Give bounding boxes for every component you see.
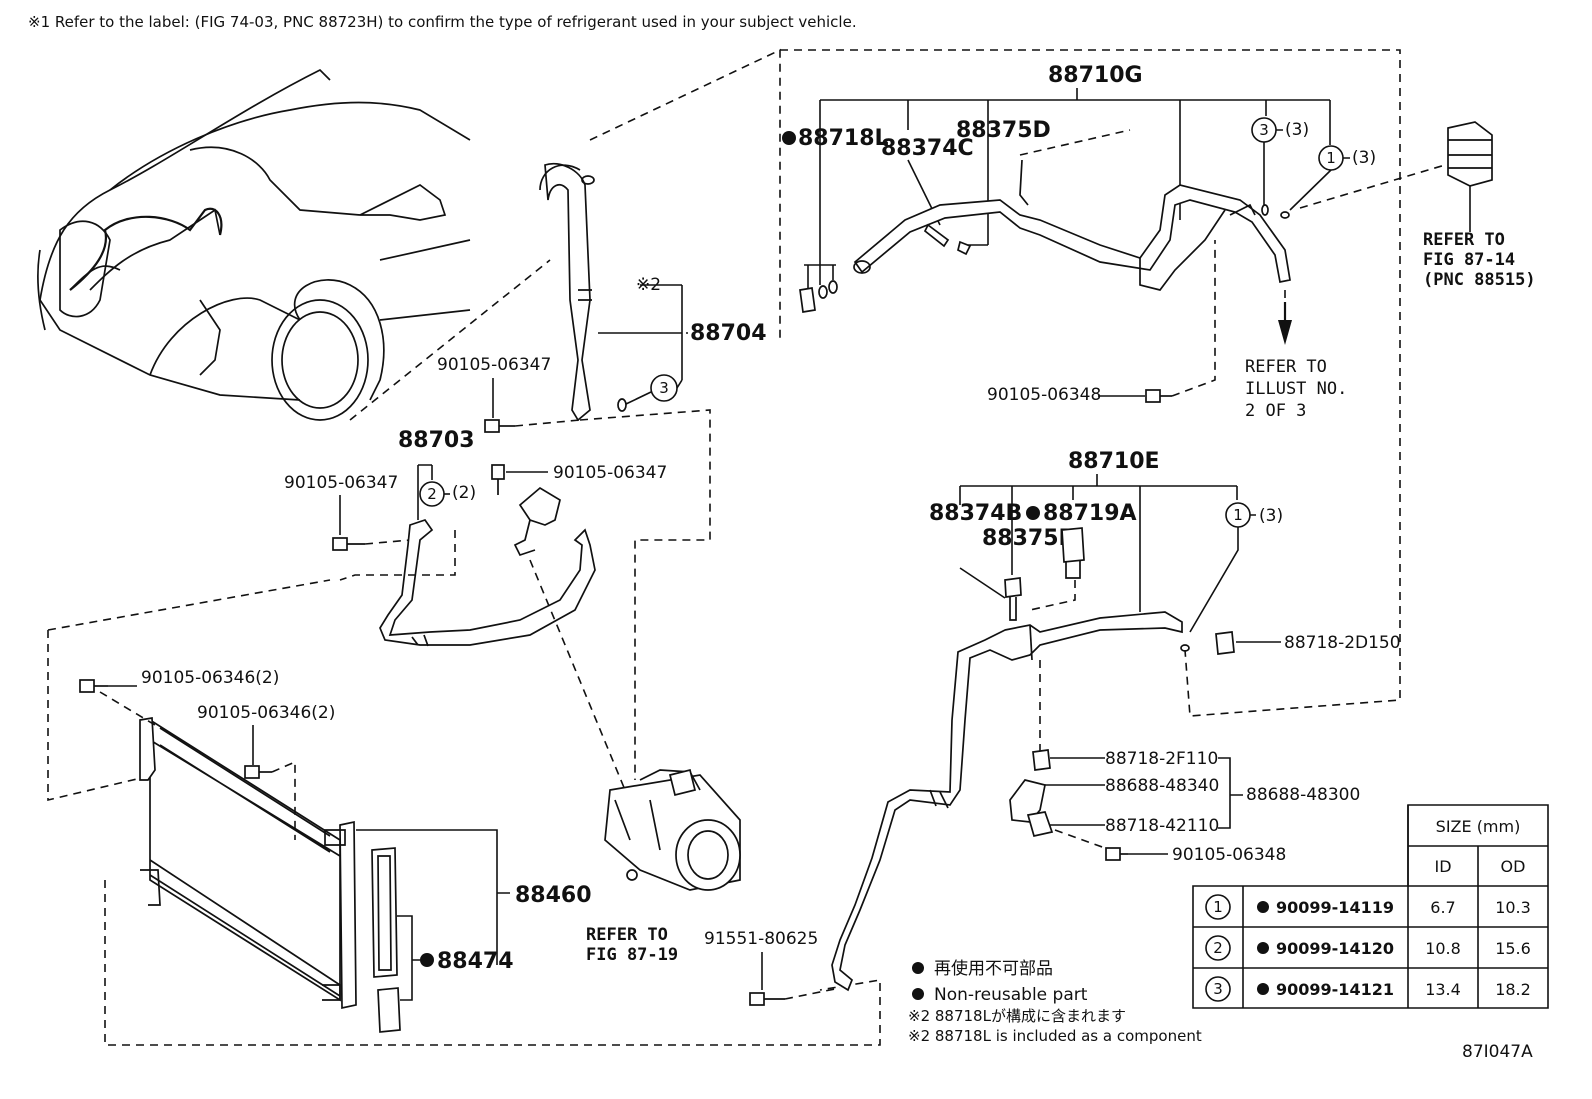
legend-jp-nonreusable: 再使用不可部品 <box>934 958 1053 979</box>
label-88718-2F110: 88718-2F110 <box>1105 749 1218 769</box>
pressure-switch-88719A <box>1061 527 1085 579</box>
size-row-part: 90099-14120 <box>1276 939 1394 958</box>
size-table-col-id: ID <box>1434 857 1451 876</box>
bolt-icon <box>484 419 515 433</box>
vehicle-front-illustration <box>37 68 471 421</box>
nonreusable-dot-icon <box>912 962 924 974</box>
legend-en-nonreusable: Non-reusable part <box>934 985 1088 1005</box>
bracket-88688 <box>1009 749 1054 838</box>
legend-jp-note2: ※2 88718Lが構成に含まれます <box>908 1007 1126 1025</box>
label-ring-3-qty: (3) <box>1285 120 1309 140</box>
label-90105-06348-bottom: 90105-06348 <box>1172 845 1286 865</box>
svg-text:1: 1 <box>1326 149 1336 167</box>
condenser-88460 <box>139 717 357 1010</box>
size-row-part: 90099-14121 <box>1276 980 1394 999</box>
label-88460: 88460 <box>515 883 592 908</box>
size-row-od: 10.3 <box>1495 898 1531 917</box>
ref-fig87-19-line2: FIG 87-19 <box>586 945 678 965</box>
header-note: ※1 Refer to the label: (FIG 74-03, PNC 8… <box>28 13 857 31</box>
size-row-id: 10.8 <box>1425 939 1461 958</box>
ref-fig87-19-line1: REFER TO <box>586 925 668 945</box>
size-row-od: 18.2 <box>1495 980 1531 999</box>
label-90105-06348-top: 90105-06348 <box>987 385 1101 405</box>
compressor <box>604 768 741 891</box>
bolt-icon <box>1105 847 1128 861</box>
label-note2-mark: ※2 <box>636 275 661 295</box>
nonreusable-dot-icon <box>912 988 924 1000</box>
nonreusable-dot-icon <box>420 953 434 967</box>
label-88703: 88703 <box>398 428 475 453</box>
figure-id: 87I047A <box>1462 1042 1533 1062</box>
label-88710E: 88710E <box>1068 449 1160 474</box>
label-88710G: 88710G <box>1048 63 1143 88</box>
desiccant-88474 <box>371 847 401 1033</box>
svg-text:1: 1 <box>1233 506 1243 524</box>
label-88718-2D150: 88718-2D150 <box>1284 633 1401 653</box>
pipe-88703 <box>379 486 596 647</box>
size-row-num: 3 <box>1213 980 1223 998</box>
bolt-icon <box>244 765 272 779</box>
ref-fig87-14-line2: FIG 87-14 <box>1423 250 1515 270</box>
size-table: SIZE (mm) ID OD 1 90099-14119 6.7 10.3 2… <box>1192 804 1549 1009</box>
label-88374C: 88374C <box>881 136 974 161</box>
size-row-num: 1 <box>1213 898 1223 916</box>
expansion-valve-icon <box>1447 121 1493 187</box>
nonreusable-dot-icon <box>1026 506 1040 520</box>
label-90105-06347-top: 90105-06347 <box>437 355 551 375</box>
ref-fig87-14-line1: REFER TO <box>1423 230 1505 250</box>
clip-88718L <box>799 264 838 313</box>
bolt-icon <box>1145 389 1172 403</box>
label-88474: 88474 <box>437 949 514 974</box>
bolt-icon <box>491 464 505 495</box>
size-row-part: 90099-14119 <box>1276 898 1394 917</box>
svg-text:3: 3 <box>659 379 669 397</box>
size-row-id: 6.7 <box>1430 898 1455 917</box>
legend-en-note2: ※2 88718L is included as a component <box>908 1027 1202 1045</box>
clip-88718-2D150 <box>1215 631 1235 655</box>
bolt-icon <box>79 679 108 693</box>
label-88375B: 88375B <box>982 526 1075 551</box>
arrow-down-icon <box>1278 320 1292 345</box>
label-ring-1b-qty: (3) <box>1259 506 1283 526</box>
label-88719A: 88719A <box>1043 501 1137 526</box>
size-row-num: 2 <box>1213 939 1223 957</box>
pipe-88710G <box>853 159 1291 291</box>
ref-fig87-14-line3: (PNC 88515) <box>1423 270 1536 290</box>
svg-text:3: 3 <box>1259 121 1269 139</box>
size-row-id: 13.4 <box>1425 980 1461 999</box>
label-90105-06346-b: 90105-06346(2) <box>197 703 335 723</box>
label-88688-48340: 88688-48340 <box>1105 776 1219 796</box>
size-row-od: 15.6 <box>1495 939 1531 958</box>
bolt-icon <box>749 992 785 1006</box>
label-ring-2-qty: (2) <box>452 483 476 503</box>
size-table-title: SIZE (mm) <box>1436 817 1521 836</box>
valve-cap-88375B <box>1004 577 1022 621</box>
label-88704: 88704 <box>690 321 767 346</box>
ref-illust-line3: 2 OF 3 <box>1245 401 1306 421</box>
label-88375D: 88375D <box>956 118 1051 143</box>
label-ring-1-qty: (3) <box>1352 148 1376 168</box>
label-90105-06347-left: 90105-06347 <box>284 473 398 493</box>
pipe-88710E <box>831 611 1183 992</box>
size-table-col-od: OD <box>1501 857 1526 876</box>
legend: 再使用不可部品 Non-reusable part ※2 88718Lが構成に含… <box>908 958 1202 1045</box>
ref-illust-line2: ILLUST NO. <box>1245 379 1347 399</box>
nonreusable-dot-icon <box>782 131 796 145</box>
label-90105-06347-mid: 90105-06347 <box>553 463 667 483</box>
bolt-icon <box>332 537 365 551</box>
label-88718L: 88718L <box>798 126 889 151</box>
svg-text:2: 2 <box>427 485 437 503</box>
label-91551-80625: 91551-80625 <box>704 929 818 949</box>
ref-illust-line1: REFER TO <box>1245 357 1327 377</box>
label-88374B: 88374B <box>929 501 1022 526</box>
label-90105-06346-a: 90105-06346(2) <box>141 668 279 688</box>
label-88688-48300: 88688-48300 <box>1246 785 1360 805</box>
label-88718-42110: 88718-42110 <box>1105 816 1219 836</box>
hose-88704 <box>539 162 627 422</box>
